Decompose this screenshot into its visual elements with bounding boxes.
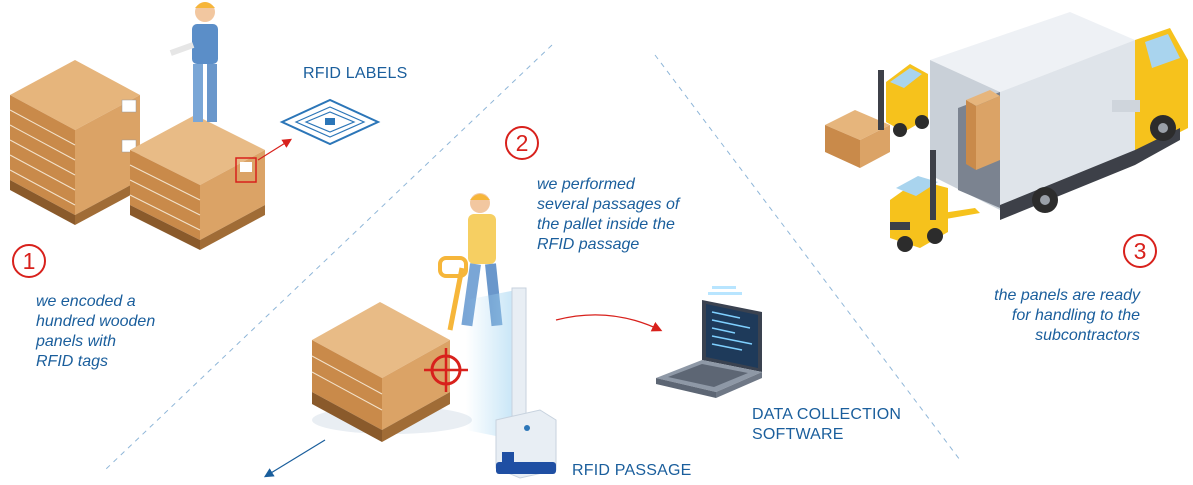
step-1-number: 1	[12, 244, 46, 278]
pallet-truck-icon	[311, 193, 503, 442]
step-2-line: we performed	[537, 176, 635, 193]
forklift-icon	[825, 64, 980, 252]
truck-cargo	[966, 90, 1000, 170]
rfid-passage-caption: RFID PASSAGE	[572, 462, 692, 479]
gate-to-laptop-arrow	[555, 314, 663, 332]
step-1-description: we encoded a hundred wooden panels with …	[36, 292, 155, 372]
step-1-line: hundred wooden	[36, 313, 156, 330]
rfid-label-icon	[279, 98, 381, 146]
step-1-line: RFID tags	[36, 353, 109, 370]
step-2-line: the pallet inside the	[537, 216, 675, 233]
separator-lines	[104, 44, 961, 471]
step-3-number: 3	[1123, 234, 1157, 268]
data-collection-line: SOFTWARE	[752, 426, 844, 443]
step-1-line: panels with	[36, 333, 117, 350]
step-3-line: the panels are ready	[994, 287, 1140, 304]
rfid-labels-caption: RFID LABELS	[303, 65, 408, 82]
data-collection-line: DATA COLLECTION	[752, 406, 902, 423]
step-3-description: the panels are ready for handling to the…	[930, 286, 1140, 346]
worker-icon	[169, 2, 218, 122]
step-1-line: we encoded a	[36, 293, 136, 310]
exit-arrow	[263, 439, 326, 478]
pallet-stack-icon	[9, 60, 265, 250]
rfid-gate-icon	[466, 287, 557, 479]
step-2-number: 2	[505, 126, 539, 160]
step-2-line: RFID passage	[537, 236, 640, 253]
label-arrow	[257, 138, 293, 161]
floating-data-icon	[708, 286, 742, 295]
truck-icon	[930, 12, 1188, 220]
step-3-line: subcontractors	[1035, 327, 1140, 344]
data-collection-caption: DATA COLLECTION SOFTWARE	[752, 405, 901, 445]
step-3-line: for handling to the	[1011, 307, 1140, 324]
step-2-line: several passages of	[537, 196, 680, 213]
laptop-icon	[656, 286, 762, 398]
step-2-description: we performed several passages of the pal…	[537, 175, 679, 255]
